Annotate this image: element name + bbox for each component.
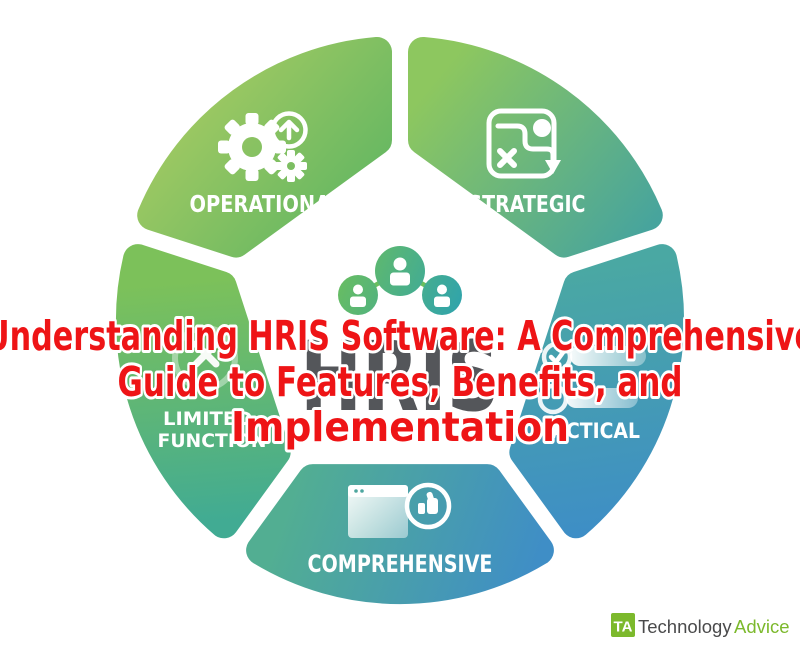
checklist-icon <box>537 341 646 415</box>
segment-label-comprehensive: COMPREHENSIVE <box>308 550 493 578</box>
strategy-board-icon <box>486 108 561 179</box>
gears-upgrade-icon <box>218 111 308 182</box>
people-network-icon <box>338 246 462 315</box>
overlay-title-line-1: Understanding HRIS Software: A Comprehen… <box>0 312 800 360</box>
segment-label-limited-line2: FUNCTION <box>158 430 267 452</box>
overlay-title: Understanding HRIS Software: A Comprehen… <box>0 309 800 454</box>
segment-label-limited-line1: LIMITED- <box>163 408 261 430</box>
technologyadvice-logo: TA Technology Advice <box>611 613 790 637</box>
hris-center-label: HRIS <box>300 321 500 433</box>
segment-label-operational: OPERATIONAL <box>190 192 343 218</box>
thumbs-up-icon <box>418 491 438 514</box>
segment-label-strategic: STRATEGIC <box>469 192 586 218</box>
segment-limited-function <box>115 244 291 539</box>
logo-word-technology: Technology <box>638 616 732 637</box>
restricted-icon <box>172 325 238 391</box>
small-gear-icon <box>275 150 307 182</box>
window-approve-icon <box>348 482 452 538</box>
segment-label-tactical: TACTICAL <box>540 419 640 443</box>
overlay-title-line-3: Implementation <box>231 403 569 451</box>
logo-word-advice: Advice <box>734 616 790 637</box>
ta-monogram: TA <box>614 619 633 636</box>
upgrade-arrow-icon <box>270 111 308 149</box>
ta-monogram-square <box>611 613 635 637</box>
overlay-title-line-2: Guide to Features, Benefits, and <box>118 358 683 406</box>
